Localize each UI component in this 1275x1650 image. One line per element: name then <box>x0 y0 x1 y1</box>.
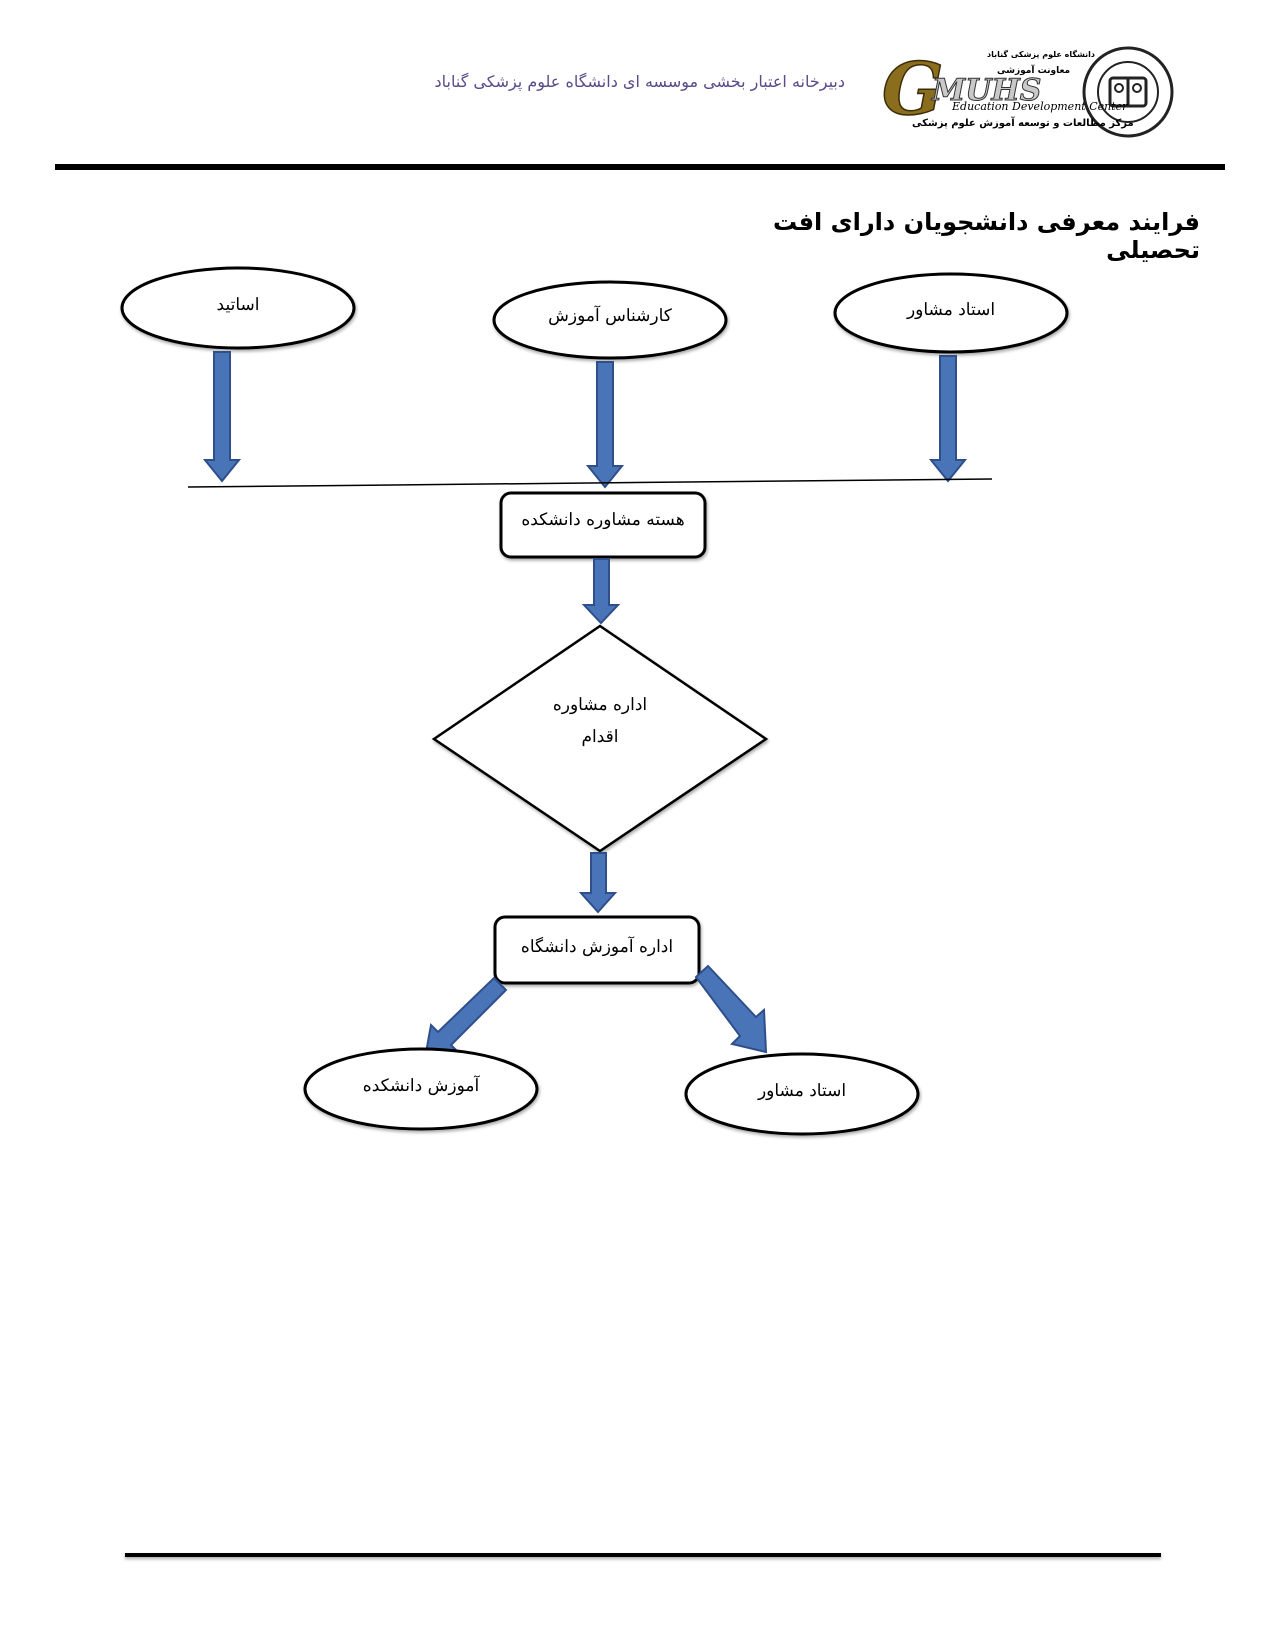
node-edareh-amoozesh <box>493 915 701 985</box>
header-text: دبیرخانه اعتبار بخشی موسسه ای دانشگاه عل… <box>434 72 845 91</box>
node-asatid <box>120 266 356 350</box>
page-title: فرایند معرفی دانشجویان دارای افت تحصیلی <box>772 208 1200 264</box>
label-hasteh: هسته مشاوره دانشکده <box>521 510 685 530</box>
arrow-hasteh-decision <box>581 558 621 625</box>
gmuhs-mark-icon: G MUHS <box>882 50 1042 130</box>
logo-center-en: Education Development Center <box>952 100 1128 113</box>
join-line <box>187 478 993 488</box>
node-hasteh <box>499 491 707 559</box>
node-ostad-moshaver-top <box>833 272 1069 354</box>
node-amoozesh-daneshkadeh <box>303 1047 539 1131</box>
university-seal-icon <box>1082 46 1174 138</box>
logo-university-line: دانشگاه علوم پزشکی گناباد <box>987 50 1095 59</box>
node-ostad-moshaver-bottom <box>684 1052 920 1136</box>
label-ostad-moshaver-bottom: استاد مشاور <box>757 1081 847 1101</box>
arrow-decision-edareh <box>578 852 618 914</box>
label-decision-line2: اقدام <box>581 727 619 747</box>
label-karshenas: کارشناس آموزش <box>548 306 672 326</box>
label-edareh-amoozesh: اداره آموزش دانشگاه <box>520 937 674 957</box>
arrow-karshenas <box>585 361 625 489</box>
arrow-to-ostad-moshaver-bottom <box>694 964 768 1054</box>
label-asatid: اساتید <box>216 295 260 315</box>
logo-vice-line: معاونت آموزشی <box>997 66 1071 76</box>
svg-text:MUHS: MUHS <box>931 73 1041 108</box>
header-rule <box>55 164 1225 170</box>
node-karshenas <box>492 280 728 360</box>
label-decision-line1: اداره مشاوره <box>552 695 648 715</box>
arrow-asatid <box>202 351 242 483</box>
arrow-to-amoozesh-daneshkadeh <box>423 976 508 1060</box>
arrow-ostad-moshaver-top <box>928 355 968 483</box>
gmuhs-logo: G MUHS دانشگاه علوم پزشکی گناباد معاونت … <box>882 44 1178 142</box>
svg-text:G: G <box>882 50 944 130</box>
footer-rule <box>125 1553 1161 1557</box>
label-amoozesh-daneshkadeh: آموزش دانشکده <box>362 1076 480 1096</box>
label-ostad-moshaver-top: استاد مشاور <box>906 300 996 320</box>
logo-center-fa: مرکز مطالعات و توسعه آموزش علوم پزشکی <box>912 118 1134 129</box>
node-decision <box>431 624 769 853</box>
